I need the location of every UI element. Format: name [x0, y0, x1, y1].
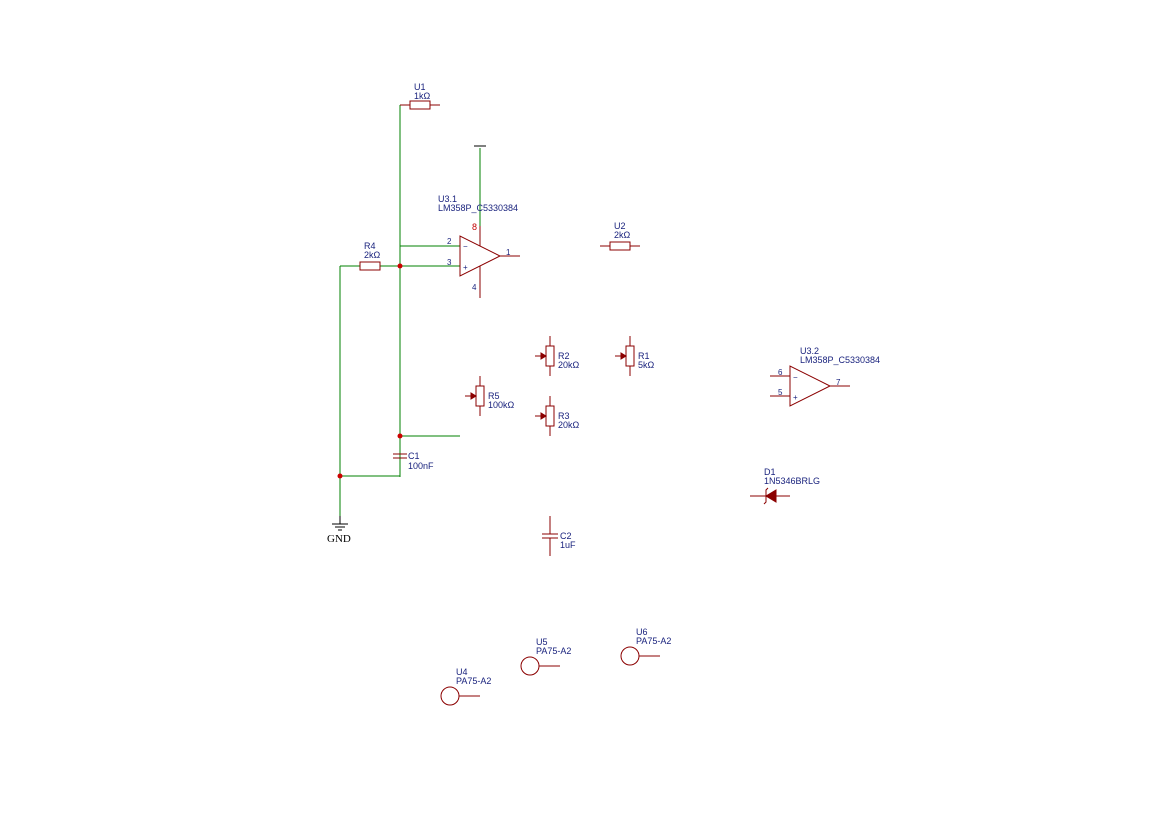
component-r3[interactable]: R3 20kΩ: [535, 396, 580, 436]
r4-value: 2kΩ: [364, 250, 381, 260]
u3-1-value: LM358P_C5330384: [438, 203, 518, 213]
component-u1[interactable]: U1 1kΩ: [400, 82, 440, 110]
component-c1[interactable]: C1 100nF: [393, 451, 434, 471]
u3-2-value: LM358P_C5330384: [800, 355, 880, 365]
u3-2-plus-sign: +: [793, 393, 798, 402]
u6-testpoint-icon[interactable]: [620, 646, 640, 666]
u5-value: PA75-A2: [536, 646, 571, 656]
component-c2[interactable]: C2 1uF: [542, 516, 576, 556]
component-u4[interactable]: U4 PA75-A2: [440, 667, 491, 706]
c1-value: 100nF: [408, 461, 434, 471]
r4-ref: R4: [364, 241, 376, 251]
zener-diode-icon[interactable]: [765, 489, 777, 503]
component-r1[interactable]: R1 5kΩ: [615, 336, 655, 376]
u3-2-opamp-body[interactable]: [789, 365, 832, 407]
u2-value: 2kΩ: [614, 230, 631, 240]
u6-value: PA75-A2: [636, 636, 671, 646]
d1-value: 1N5346BRLG: [764, 476, 820, 486]
u6-ref: U6: [636, 627, 648, 637]
u1-resistor-body[interactable]: [409, 100, 431, 110]
r4-resistor-body[interactable]: [359, 261, 381, 271]
r3-ref: R3: [558, 411, 570, 421]
u3-1-pin-1: 1: [506, 248, 511, 257]
c1-ref: C1: [408, 451, 420, 461]
component-d1[interactable]: D1 1N5346BRLG: [750, 467, 820, 505]
component-u3-2[interactable]: U3.2 LM358P_C5330384 6 5 7 − +: [770, 346, 880, 407]
u3-2-pin-7: 7: [836, 378, 841, 387]
r2-pot-body[interactable]: [545, 345, 555, 367]
r1-ref: R1: [638, 351, 650, 361]
r5-pot-body[interactable]: [475, 385, 485, 407]
component-r5[interactable]: R5 100kΩ: [465, 376, 515, 416]
component-u5[interactable]: U5 PA75-A2: [520, 637, 571, 676]
junction-dot: [397, 263, 403, 269]
r2-value: 20kΩ: [558, 360, 580, 370]
u3-1-pin-8: 8: [472, 222, 477, 232]
ground-symbol[interactable]: GND: [327, 516, 351, 545]
u3-2-ref: U3.2: [800, 346, 819, 356]
u3-2-minus-sign: −: [793, 373, 798, 382]
r3-value: 20kΩ: [558, 420, 580, 430]
u1-value: 1kΩ: [414, 91, 431, 101]
u3-2-pin-5: 5: [778, 388, 783, 397]
c2-value: 1uF: [560, 540, 576, 550]
component-r4[interactable]: R4 2kΩ: [359, 241, 381, 271]
wires: [339, 104, 481, 523]
u3-2-pin-6: 6: [778, 368, 783, 377]
d1-ref: D1: [764, 467, 776, 477]
u3-1-minus-sign: −: [463, 242, 468, 251]
component-u3-1[interactable]: U3.1 LM358P_C5330384 2 3 1 8 4 − +: [438, 194, 520, 298]
component-r2[interactable]: R2 20kΩ: [535, 336, 580, 376]
gnd-label: GND: [327, 533, 351, 545]
r3-pot-body[interactable]: [545, 405, 555, 427]
junctions: [337, 263, 403, 479]
u5-ref: U5: [536, 637, 548, 647]
u5-testpoint-icon[interactable]: [520, 656, 540, 676]
r5-ref: R5: [488, 391, 500, 401]
u4-value: PA75-A2: [456, 676, 491, 686]
junction-dot: [397, 433, 403, 439]
u1-ref: U1: [414, 82, 426, 92]
u3-1-plus-sign: +: [463, 263, 468, 272]
r2-ref: R2: [558, 351, 570, 361]
component-u6[interactable]: U6 PA75-A2: [620, 627, 671, 666]
u3-1-pin-3: 3: [447, 258, 452, 267]
component-u2[interactable]: U2 2kΩ: [600, 221, 640, 251]
r1-value: 5kΩ: [638, 360, 655, 370]
u2-ref: U2: [614, 221, 626, 231]
c2-ref: C2: [560, 531, 572, 541]
r1-pot-body[interactable]: [625, 345, 635, 367]
u3-1-ref: U3.1: [438, 194, 457, 204]
u3-1-pin-2: 2: [447, 237, 452, 246]
r5-value: 100kΩ: [488, 400, 515, 410]
u3-1-pin-4: 4: [472, 283, 477, 292]
u2-resistor-body[interactable]: [609, 241, 631, 251]
u4-ref: U4: [456, 667, 468, 677]
junction-dot: [337, 473, 343, 479]
u4-testpoint-icon[interactable]: [440, 686, 460, 706]
